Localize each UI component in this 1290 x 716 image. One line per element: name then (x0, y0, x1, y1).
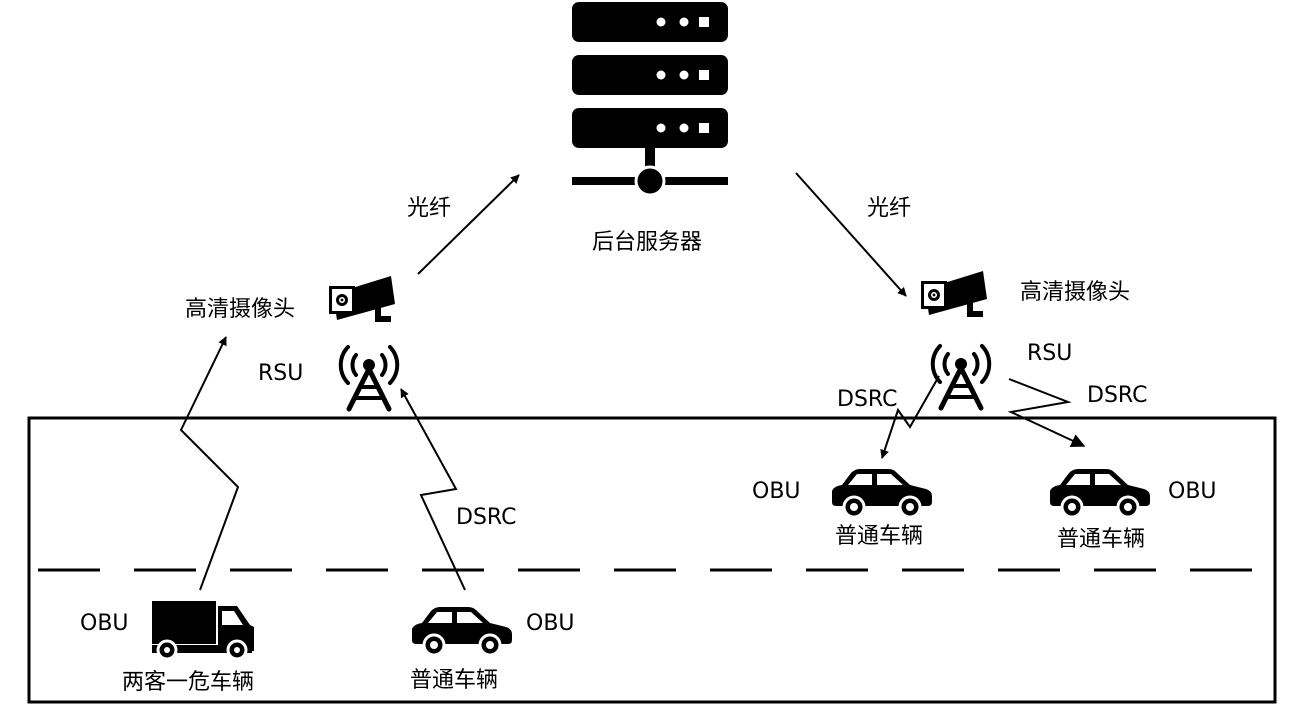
hazard-vehicle-label: 两客一危车辆 (122, 670, 255, 695)
normal-vehicle-label-right-b: 普通车辆 (1057, 527, 1146, 552)
obu-label-truck: OBU (80, 611, 129, 636)
rsu-label-right: RSU (1027, 341, 1073, 366)
dsrc-link-left (400, 388, 466, 591)
camera-label-right: 高清摄像头 (1020, 280, 1131, 305)
obu-label-car-bottom: OBU (526, 611, 575, 636)
fiber-link-right (795, 172, 907, 297)
fiber-label-right: 光纤 (867, 196, 912, 221)
normal-vehicle-label-bottom: 普通车辆 (410, 668, 499, 693)
truck-icon (152, 601, 254, 661)
dsrc-link-right-a (880, 375, 940, 459)
fiber-label-left: 光纤 (407, 196, 452, 221)
car-icon-right-a (830, 467, 934, 519)
normal-vehicle-label-right-a: 普通车辆 (835, 524, 924, 549)
car-icon-bottom (410, 605, 514, 657)
truck-camera-link (179, 336, 240, 591)
fiber-link-left (417, 174, 520, 275)
server-icon (572, 2, 728, 197)
obu-label-car-right-b: OBU (1168, 479, 1217, 504)
camera-label-left: 高清摄像头 (185, 297, 296, 322)
car-icon-right-b (1048, 467, 1152, 519)
road-area (27, 416, 1277, 704)
obu-label-car-right-a: OBU (752, 479, 801, 504)
dsrc-link-right-b (1007, 378, 1086, 448)
dsrc-label-right-a: DSRC (837, 387, 898, 412)
rsu-label-left: RSU (258, 361, 304, 386)
dsrc-label-left: DSRC (456, 505, 517, 530)
camera-icon-left (329, 276, 395, 322)
dsrc-label-right-b: DSRC (1087, 383, 1148, 408)
camera-icon-right (921, 271, 987, 317)
server-label: 后台服务器 (592, 230, 703, 255)
antenna-icon-right (933, 346, 989, 408)
antenna-icon-left (341, 347, 397, 409)
